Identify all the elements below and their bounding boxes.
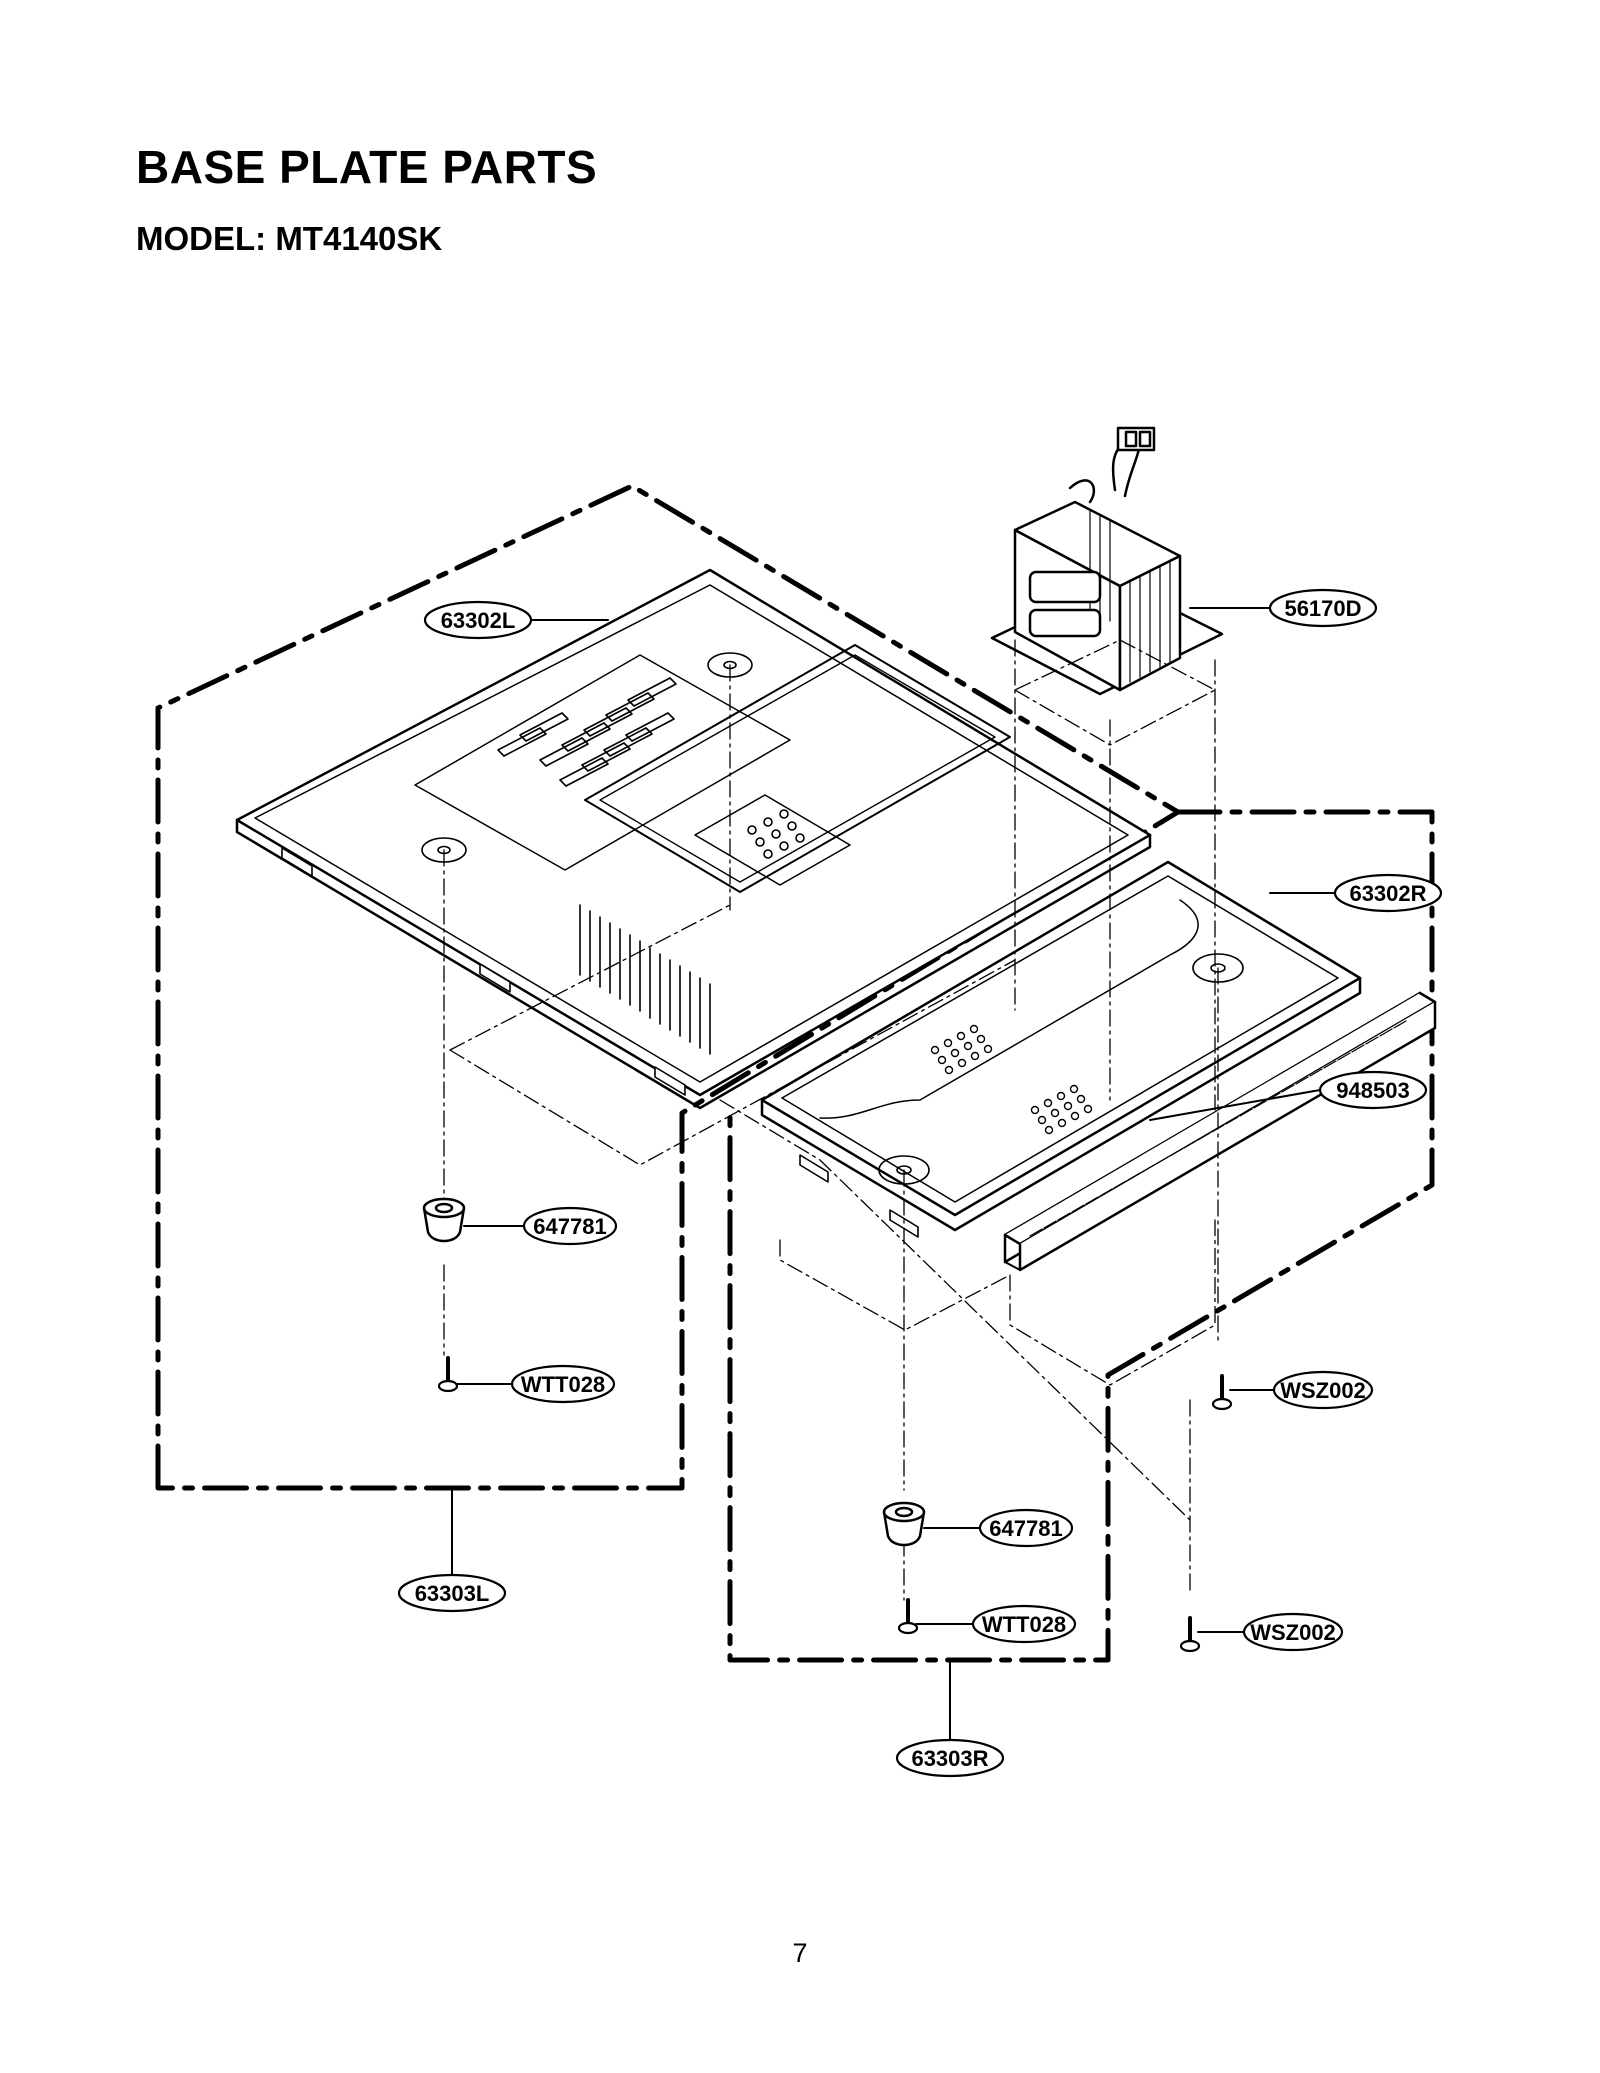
svg-text:WTT028: WTT028 xyxy=(521,1372,605,1397)
svg-text:WSZ002: WSZ002 xyxy=(1280,1378,1366,1403)
callout-56170D: 56170D xyxy=(1268,588,1378,628)
page-number: 7 xyxy=(792,1938,808,1968)
svg-text:56170D: 56170D xyxy=(1284,596,1361,621)
svg-text:63303L: 63303L xyxy=(415,1581,490,1606)
callout-63303R: 63303R xyxy=(895,1738,1005,1778)
page-title: BASE PLATE PARTS xyxy=(136,141,598,193)
svg-text:63303R: 63303R xyxy=(911,1746,988,1771)
svg-text:647781: 647781 xyxy=(533,1214,606,1239)
seal-strip-part xyxy=(1003,991,1437,1272)
leader-lines xyxy=(451,607,1336,1741)
callout-647781-right: 647781 xyxy=(978,1508,1074,1548)
foot-part-right xyxy=(882,1501,926,1547)
callout-63303L: 63303L xyxy=(397,1573,507,1613)
svg-text:647781: 647781 xyxy=(989,1516,1062,1541)
model-subtitle: MODEL: MT4140SK xyxy=(136,220,443,257)
foot-part-left xyxy=(422,1197,466,1243)
washer-screw-part-upper xyxy=(1211,1374,1233,1411)
callout-WTT028-right: WTT028 xyxy=(971,1604,1077,1644)
svg-text:63302R: 63302R xyxy=(1349,881,1426,906)
callout-63302R: 63302R xyxy=(1333,873,1443,913)
svg-text:WSZ002: WSZ002 xyxy=(1250,1620,1336,1645)
svg-text:WTT028: WTT028 xyxy=(982,1612,1066,1637)
callout-63302L: 63302L xyxy=(423,600,533,640)
callout-WTT028-left: WTT028 xyxy=(510,1364,616,1404)
screw-part-right xyxy=(897,1598,919,1635)
screw-part-left xyxy=(437,1356,459,1393)
right-assembly-boundary xyxy=(727,809,1435,1663)
svg-text:948503: 948503 xyxy=(1336,1078,1409,1103)
svg-text:63302L: 63302L xyxy=(441,608,516,633)
callout-948503: 948503 xyxy=(1318,1070,1428,1110)
washer-screw-part-lower xyxy=(1179,1616,1201,1653)
transformer-part xyxy=(990,426,1224,696)
callout-WSZ002-lower: WSZ002 xyxy=(1242,1612,1344,1652)
alignment-lines xyxy=(443,639,1219,1601)
right-base-plate-part xyxy=(760,860,1362,1238)
callout-647781-left: 647781 xyxy=(522,1206,618,1246)
callout-WSZ002-upper: WSZ002 xyxy=(1272,1370,1374,1410)
left-base-plate-part xyxy=(235,568,1152,1110)
